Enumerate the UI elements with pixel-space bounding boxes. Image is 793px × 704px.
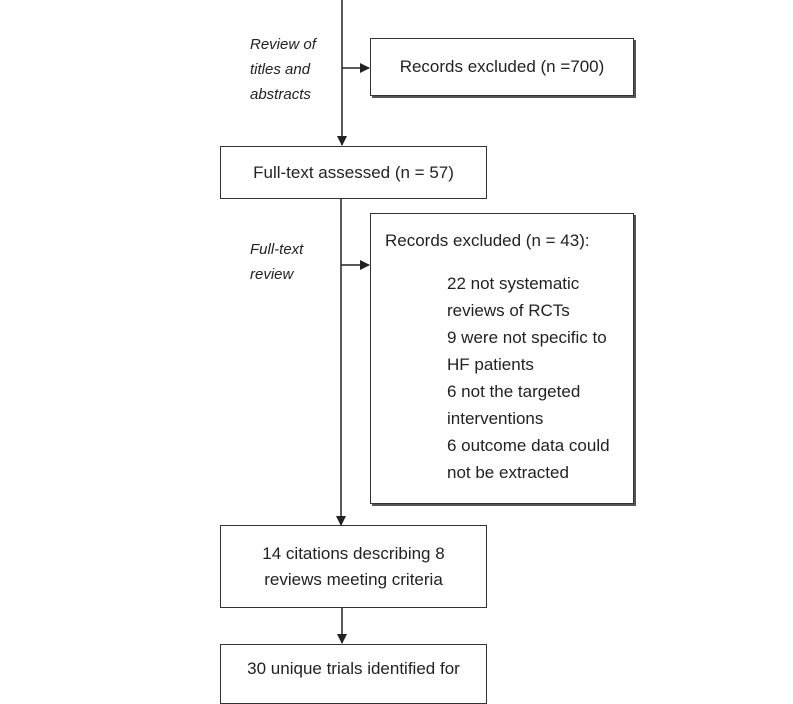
flow-connectors [336,0,370,644]
fulltext-assessed-text: Full-text assessed (n = 57) [253,162,454,182]
exclusion-reasons-list: 22 not systematic reviews of RCTs 9 were… [447,270,627,486]
exclusion-reason-line: reviews of RCTs [447,301,570,320]
exclusion-reason-line: HF patients [447,355,534,374]
records-excluded-fulltext-heading: Records excluded (n = 43): [385,231,590,250]
citations-text-line: 14 citations describing 8 [262,543,445,563]
citations-text-line: reviews meeting criteria [264,569,443,589]
stage-label-line: text [279,241,304,258]
records-excluded-titles-box: Records excluded (n =700) [370,38,634,96]
exclusion-reason-line: 22 not systematic [447,274,580,293]
stage-label-line: Review of [250,36,316,53]
exclusion-reason-line: 6 outcome data could [447,436,610,455]
stage-label-line: abstracts [250,86,311,103]
fulltext-stage-label: Full-text review [250,237,303,287]
stage-label-line: titles and [250,61,311,78]
exclusion-reason-line: 9 were not specific to [447,328,607,347]
exclusion-reason-line: 6 not the targeted [447,382,581,401]
screening-stage-label: Review of titles and abstracts [250,32,316,107]
exclusion-reason-line: interventions [447,409,544,428]
stage-label-line: review [250,266,294,283]
unique-trials-box: 30 unique trials identified for [220,644,487,704]
citations-box: 14 citations describing 8 reviews meetin… [220,525,487,608]
exclusion-reason-line: not be extracted [447,463,569,482]
unique-trials-text: 30 unique trials identified for [247,659,460,678]
stage-label-line: Full- [250,241,280,258]
fulltext-assessed-box: Full-text assessed (n = 57) [220,146,487,199]
records-excluded-titles-text: Records excluded (n =700) [399,57,605,76]
records-excluded-fulltext-box: Records excluded (n = 43): 22 not system… [370,213,634,504]
